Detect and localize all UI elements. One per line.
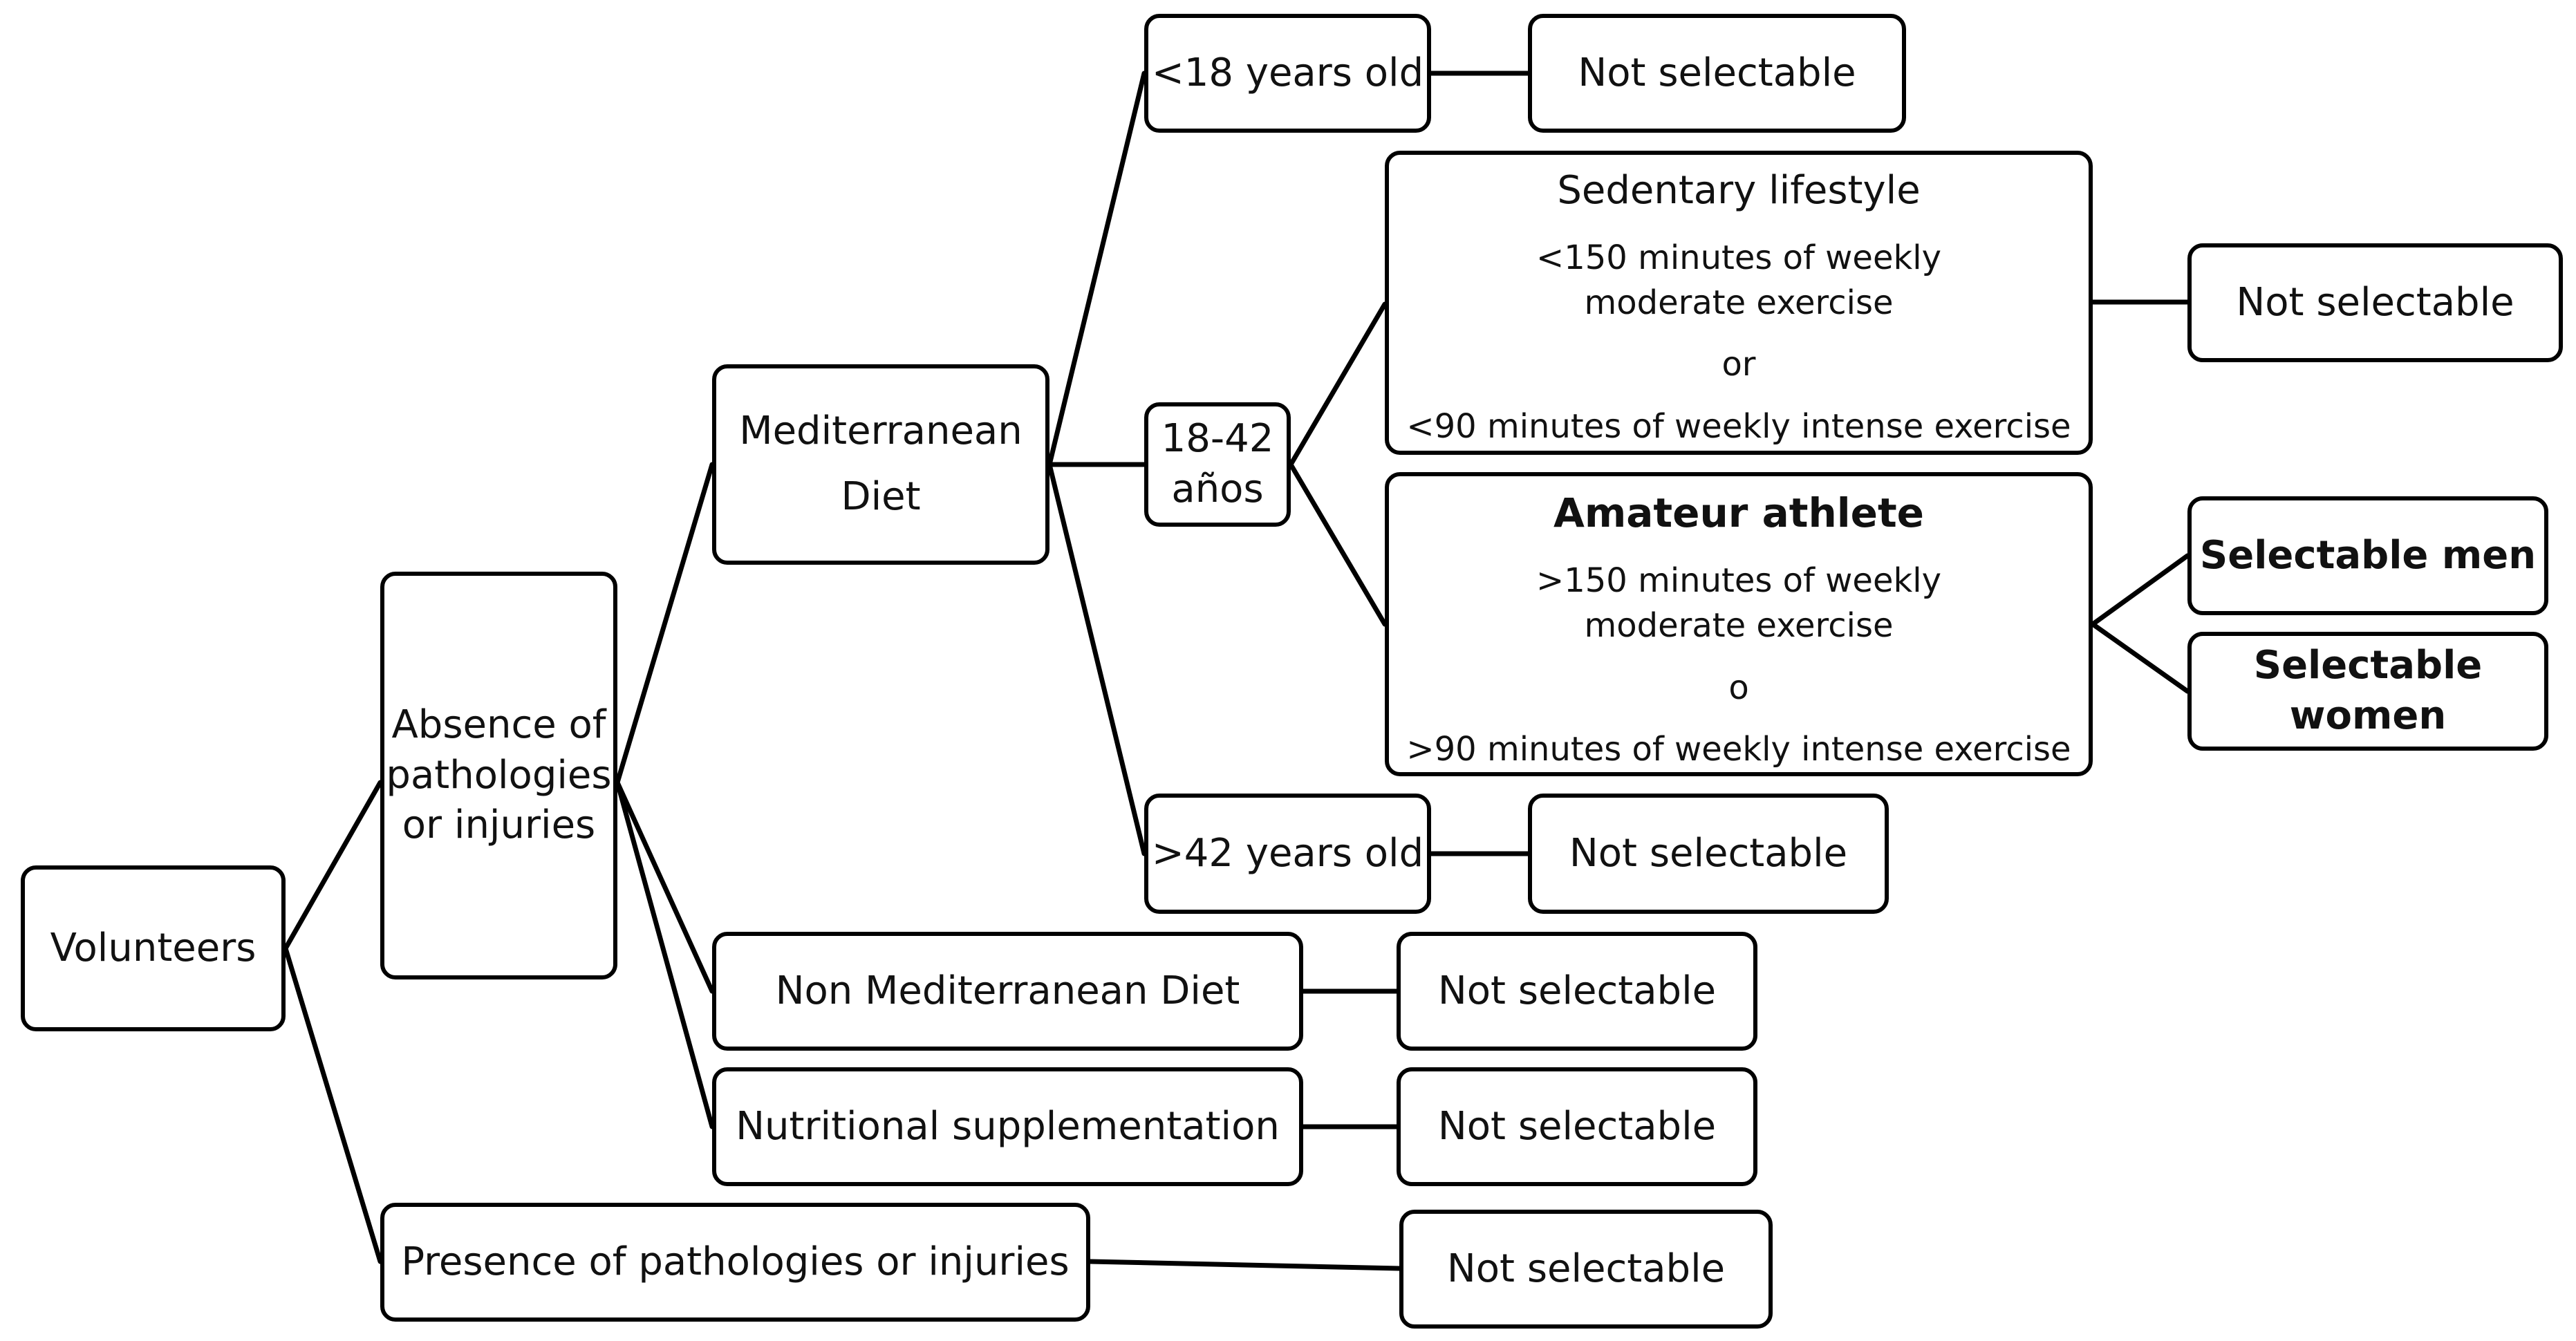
not-selectable-label: Not selectable: [1578, 50, 1856, 95]
edge-absence-nonmed: [615, 780, 715, 994]
mediterranean-label-line-2: Diet: [841, 474, 921, 519]
not-selectable-label: Not selectable: [1569, 830, 1848, 876]
edge-amateur-women: [2090, 621, 2190, 694]
not-selectable-under-18: Not selectable: [1528, 14, 1906, 133]
over-42-label: >42 years old: [1151, 830, 1424, 876]
non-mediterranean-node: Non Mediterranean Diet: [712, 932, 1303, 1051]
edge-volunteers-presence: [283, 946, 383, 1264]
sedentary-criterion-1: <150 minutes of weekly moderate exercise: [1536, 238, 1942, 322]
absence-node: Absence of pathologies or injuries: [380, 572, 617, 979]
age-18-42-label-line-2: años: [1171, 467, 1264, 512]
selectable-women-label: Selectable women: [2253, 643, 2483, 738]
absence-label-line-1: Absence of: [391, 702, 606, 747]
not-selectable-over-42: Not selectable: [1528, 794, 1889, 914]
not-selectable-label: Not selectable: [1437, 1103, 1717, 1149]
absence-label-line-2: pathologies: [386, 752, 612, 798]
edge-amateur-men: [2090, 553, 2190, 627]
selectable-women-node: Selectable women: [2187, 632, 2548, 751]
edge-med-over42: [1047, 462, 1147, 856]
amateur-node: Amateur athlete >150 minutes of weekly m…: [1385, 472, 2093, 776]
volunteers-label: Volunteers: [50, 925, 256, 970]
over-42-node: >42 years old: [1144, 794, 1431, 914]
edge-18-42-sedentary: [1288, 301, 1388, 467]
under-18-node: <18 years old: [1144, 14, 1431, 133]
supplementation-label: Nutritional supplementation: [736, 1103, 1280, 1149]
sedentary-node: Sedentary lifestyle <150 minutes of week…: [1385, 151, 2093, 455]
volunteers-node: Volunteers: [21, 865, 286, 1031]
sedentary-criterion-2: <90 minutes of weekly intense exercise: [1406, 406, 2071, 446]
amateur-criterion-2: >90 minutes of weekly intense exercise: [1406, 730, 2071, 769]
amateur-conjunction: o: [1728, 668, 1749, 707]
edge-18-42-amateur: [1288, 462, 1388, 627]
amateur-criterion-1: >150 minutes of weekly moderate exercise: [1536, 561, 1942, 646]
not-selectable-label: Not selectable: [2236, 279, 2514, 325]
absence-label-line-3: or injuries: [402, 803, 596, 848]
sedentary-title: Sedentary lifestyle: [1557, 168, 1921, 213]
under-18-label: <18 years old: [1151, 50, 1424, 95]
edge-presence-ns: [1088, 1259, 1402, 1271]
not-selectable-supplementation: Not selectable: [1397, 1067, 1757, 1186]
presence-node: Presence of pathologies or injuries: [380, 1203, 1090, 1322]
presence-label: Presence of pathologies or injuries: [401, 1239, 1070, 1284]
selectable-men-label: Selectable men: [2199, 532, 2537, 578]
mediterranean-label-line-1: Mediterranean: [739, 409, 1023, 454]
age-18-42-label-line-1: 18-42: [1161, 416, 1274, 462]
not-selectable-label: Not selectable: [1437, 968, 1717, 1013]
non-mediterranean-label: Non Mediterranean Diet: [775, 968, 1240, 1013]
selectable-men-node: Selectable men: [2187, 496, 2548, 615]
age-18-42-node: 18-42 años: [1144, 402, 1291, 527]
edge-absence-supplementation: [615, 780, 715, 1129]
amateur-title: Amateur athlete: [1553, 489, 1925, 536]
not-selectable-sedentary: Not selectable: [2187, 243, 2563, 362]
edge-med-under18: [1047, 71, 1147, 467]
edge-absence-mediterranean: [615, 462, 715, 785]
not-selectable-presence: Not selectable: [1399, 1210, 1773, 1329]
sedentary-conjunction: or: [1721, 345, 1756, 384]
mediterranean-node: Mediterranean Diet: [712, 364, 1049, 565]
not-selectable-label: Not selectable: [1446, 1246, 1726, 1291]
not-selectable-non-mediterranean: Not selectable: [1397, 932, 1757, 1051]
edge-volunteers-absence: [283, 780, 383, 951]
supplementation-node: Nutritional supplementation: [712, 1067, 1303, 1186]
